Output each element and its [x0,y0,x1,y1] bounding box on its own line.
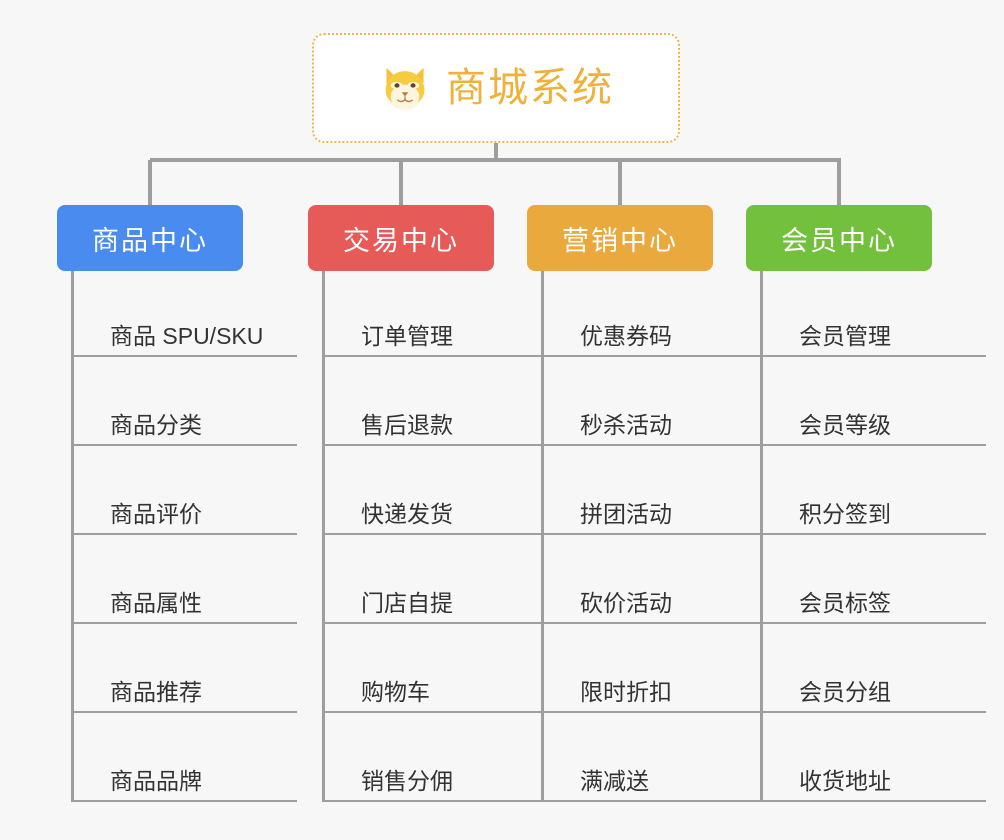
leaf-item[interactable]: 销售分佣 [325,713,548,802]
leaf-item[interactable]: 商品属性 [74,535,297,624]
branch-column-1: 交易中心 订单管理 售后退款 快递发货 门店自提 购物车 销售分佣 [308,205,548,802]
leaf-label: 商品分类 [110,411,202,438]
leaf-item[interactable]: 商品推荐 [74,624,297,713]
leaf-label: 砍价活动 [580,589,672,616]
leaf-label: 会员等级 [799,411,891,438]
leaf-label: 限时折扣 [580,678,672,705]
category-header-2[interactable]: 营销中心 [527,205,713,271]
leaf-label: 销售分佣 [361,767,453,794]
leaf-label: 会员管理 [799,322,891,349]
leaf-item[interactable]: 订单管理 [325,271,548,357]
leaf-item[interactable]: 秒杀活动 [544,357,767,446]
leaf-label: 商品评价 [110,500,202,527]
leaf-item[interactable]: 会员等级 [763,357,986,446]
branch-column-0: 商品中心 商品 SPU/SKU 商品分类 商品评价 商品属性 商品推荐 商品品牌 [57,205,297,802]
leaf-item[interactable]: 快递发货 [325,446,548,535]
leaf-list-1: 订单管理 售后退款 快递发货 门店自提 购物车 销售分佣 [322,271,548,802]
leaf-label: 秒杀活动 [580,411,672,438]
leaf-item[interactable]: 优惠券码 [544,271,767,357]
leaf-item[interactable]: 商品品牌 [74,713,297,802]
leaf-item[interactable]: 收货地址 [763,713,986,802]
leaf-list-0: 商品 SPU/SKU 商品分类 商品评价 商品属性 商品推荐 商品品牌 [71,271,297,802]
leaf-item[interactable]: 售后退款 [325,357,548,446]
leaf-item[interactable]: 商品分类 [74,357,297,446]
category-header-1[interactable]: 交易中心 [308,205,494,271]
category-header-3[interactable]: 会员中心 [746,205,932,271]
branch-column-2: 营销中心 优惠券码 秒杀活动 拼团活动 砍价活动 限时折扣 满减送 [527,205,767,802]
leaf-label: 快递发货 [361,500,453,527]
leaf-item[interactable]: 商品 SPU/SKU [74,271,297,357]
leaf-label: 订单管理 [361,322,453,349]
leaf-item[interactable]: 砍价活动 [544,535,767,624]
leaf-label: 商品品牌 [110,767,202,794]
leaf-item[interactable]: 购物车 [325,624,548,713]
leaf-label: 会员分组 [799,678,891,705]
leaf-item[interactable]: 会员标签 [763,535,986,624]
leaf-item[interactable]: 限时折扣 [544,624,767,713]
shiba-dog-face-icon [385,67,425,110]
root-node[interactable]: 商城系统 [312,33,680,143]
leaf-label: 门店自提 [361,589,453,616]
leaf-label: 商品 SPU/SKU [110,322,264,349]
branch-column-3: 会员中心 会员管理 会员等级 积分签到 会员标签 会员分组 收货地址 [746,205,986,802]
leaf-label: 优惠券码 [580,322,672,349]
category-label: 商品中心 [92,225,208,256]
category-header-0[interactable]: 商品中心 [57,205,243,271]
category-label: 会员中心 [781,225,897,256]
leaf-label: 商品推荐 [110,678,202,705]
leaf-item[interactable]: 商品评价 [74,446,297,535]
leaf-item[interactable]: 会员管理 [763,271,986,357]
leaf-item[interactable]: 满减送 [544,713,767,802]
leaf-label: 满减送 [580,767,649,794]
leaf-label: 收货地址 [799,767,891,794]
leaf-item[interactable]: 拼团活动 [544,446,767,535]
leaf-label: 购物车 [361,678,430,705]
leaf-label: 拼团活动 [580,500,672,527]
leaf-item[interactable]: 积分签到 [763,446,986,535]
leaf-item[interactable]: 会员分组 [763,624,986,713]
category-label: 营销中心 [562,225,678,256]
leaf-label: 会员标签 [799,589,891,616]
leaf-list-2: 优惠券码 秒杀活动 拼团活动 砍价活动 限时折扣 满减送 [541,271,767,802]
leaf-label: 商品属性 [110,589,202,616]
root-title: 商城系统 [446,66,614,110]
leaf-label: 售后退款 [361,411,453,438]
leaf-item[interactable]: 门店自提 [325,535,548,624]
leaf-list-3: 会员管理 会员等级 积分签到 会员标签 会员分组 收货地址 [760,271,986,802]
leaf-label: 积分签到 [799,500,891,527]
category-label: 交易中心 [343,225,459,256]
